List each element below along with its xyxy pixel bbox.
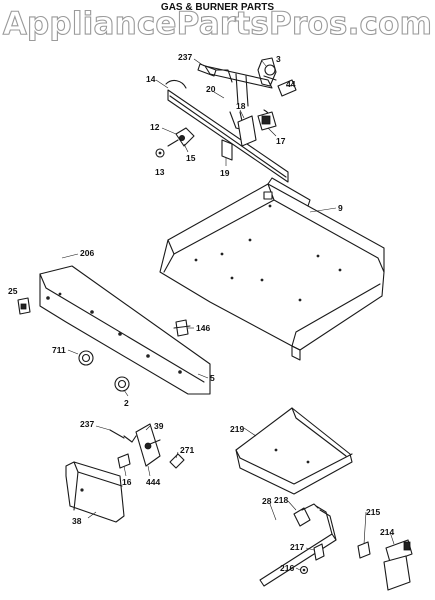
callout-215: 215 xyxy=(366,507,380,517)
burner-tube-28 xyxy=(259,505,337,587)
watermark: AppliancePartsPros.com xyxy=(2,5,433,42)
bracket-146 xyxy=(173,319,191,337)
callout-39: 39 xyxy=(154,421,164,431)
pipe-fitting-237 xyxy=(197,63,233,83)
callout-444: 444 xyxy=(146,477,160,487)
callout-711: 711 xyxy=(52,345,66,355)
callout-17: 17 xyxy=(276,136,286,146)
callout-217: 217 xyxy=(290,542,304,552)
callout-214: 214 xyxy=(380,527,394,537)
callout-2: 2 xyxy=(124,398,129,408)
callout-271: 271 xyxy=(180,445,194,455)
callout-216: 216 xyxy=(280,563,294,573)
callout-9: 9 xyxy=(338,203,343,213)
orifice-holder-3 xyxy=(263,64,277,81)
clip-25 xyxy=(17,297,31,315)
nut-216 xyxy=(299,565,309,575)
clip-217 xyxy=(313,543,325,561)
leader-lines xyxy=(61,58,395,571)
bracket-18 xyxy=(237,115,257,147)
nut-13 xyxy=(155,148,165,158)
bracket-19 xyxy=(221,139,233,161)
diagram-title: GAS & BURNER PARTS xyxy=(160,2,275,13)
fitting-271 xyxy=(169,453,185,469)
callout-14: 14 xyxy=(146,74,156,84)
grommet-2 xyxy=(114,376,130,392)
callout-labels: 237 3 14 20 44 18 17 12 15 13 19 9 206 2… xyxy=(8,52,394,573)
callout-13: 13 xyxy=(155,167,165,177)
callout-146: 146 xyxy=(196,323,210,333)
callout-5: 5 xyxy=(210,373,215,383)
clip-215 xyxy=(357,541,371,559)
callout-16: 16 xyxy=(122,477,132,487)
manifold-panel-206 xyxy=(39,265,211,395)
fitting-16 xyxy=(117,453,131,469)
callout-12: 12 xyxy=(150,122,160,132)
callout-25: 25 xyxy=(8,286,18,296)
callout-44: 44 xyxy=(286,79,296,89)
callout-28: 28 xyxy=(262,496,272,506)
grommet-711 xyxy=(78,350,94,366)
burner-valve-12 xyxy=(167,127,195,147)
orifice-218 xyxy=(293,503,319,527)
callout-38: 38 xyxy=(72,516,82,526)
callout-237: 237 xyxy=(178,52,192,62)
safety-valve-39 xyxy=(109,423,161,467)
burner-base-219 xyxy=(235,407,353,495)
regulator-17 xyxy=(257,111,277,131)
callout-237-lower: 237 xyxy=(80,419,94,429)
valve-44 xyxy=(277,79,297,97)
callout-206: 206 xyxy=(80,248,94,258)
callout-18: 18 xyxy=(236,101,246,111)
igniter-214 xyxy=(383,539,413,591)
bracket-38 xyxy=(65,461,125,523)
callout-3: 3 xyxy=(276,54,281,64)
callout-218: 218 xyxy=(274,495,288,505)
callout-19: 19 xyxy=(220,168,230,178)
callout-219: 219 xyxy=(230,424,244,434)
burner-box-9 xyxy=(159,177,385,361)
callout-15: 15 xyxy=(186,153,196,163)
callout-20: 20 xyxy=(206,84,216,94)
